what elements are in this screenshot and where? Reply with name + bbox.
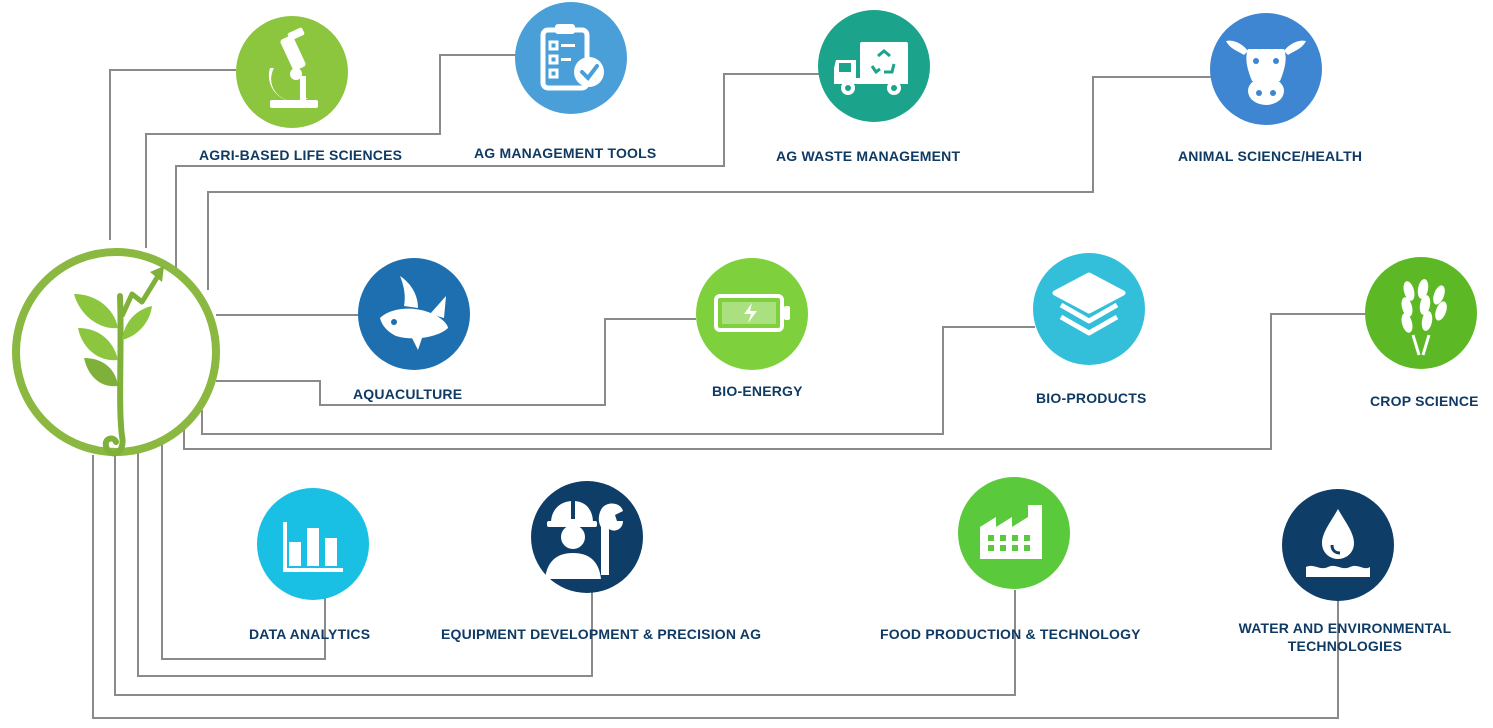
label-bio-products: BIO-PRODUCTS [1036, 390, 1147, 406]
node-ag-waste [816, 8, 932, 124]
cow-icon [1210, 13, 1322, 125]
connector-water [92, 455, 1339, 719]
connector-data [161, 440, 326, 660]
worker-wrench-icon [531, 481, 643, 593]
node-agri-life [234, 14, 350, 130]
label-crop: CROP SCIENCE [1370, 393, 1479, 409]
label-ag-mgmt: AG MANAGEMENT TOOLS [474, 145, 657, 161]
recycling-truck-icon [818, 10, 930, 122]
node-food [956, 475, 1072, 591]
label-agri-life: AGRI-BASED LIFE SCIENCES [199, 147, 403, 163]
node-ag-mgmt [513, 0, 629, 116]
connector-food [114, 454, 1016, 696]
label-food: FOOD PRODUCTION & TECHNOLOGY [880, 626, 1141, 642]
label-ag-waste: AG WASTE MANAGEMENT [776, 148, 961, 164]
battery-icon [696, 258, 808, 370]
connector-equipment [137, 447, 593, 677]
node-bio-energy [694, 256, 810, 372]
node-equipment [529, 479, 645, 595]
label-bio-energy: BIO-ENERGY [712, 383, 803, 399]
water-drop-icon [1282, 489, 1394, 601]
node-water [1280, 487, 1396, 603]
label-water-line2: TECHNOLOGIES [1287, 638, 1403, 654]
connector-ag-waste [175, 73, 820, 268]
fish-icon [358, 258, 470, 370]
label-animal: ANIMAL SCIENCE/HEALTH [1178, 148, 1363, 164]
connector-crop [183, 313, 1365, 450]
node-animal [1208, 11, 1324, 127]
connector-bio-energy [216, 318, 696, 406]
node-data [255, 486, 371, 602]
sprout-growth-icon [10, 236, 222, 468]
label-equipment: EQUIPMENT DEVELOPMENT & PRECISION AG [441, 626, 762, 642]
label-data: DATA ANALYTICS [249, 626, 371, 642]
clipboard-check-icon [515, 2, 627, 114]
label-aquaculture: AQUACULTURE [353, 386, 463, 402]
layers-icon [1033, 253, 1145, 365]
node-crop [1363, 255, 1479, 371]
connector-bio-products [201, 326, 1035, 435]
microscope-icon [236, 16, 348, 128]
wheat-icon [1365, 257, 1477, 369]
label-water: WATER AND ENVIRONMENTAL TECHNOLOGIES [1210, 620, 1480, 654]
factory-icon [958, 477, 1070, 589]
connector-agri-life [109, 69, 236, 240]
node-bio-products [1031, 251, 1147, 367]
bar-chart-icon [257, 488, 369, 600]
label-water-line1: WATER AND ENVIRONMENTAL [1238, 620, 1452, 636]
connector-ag-mgmt [145, 54, 517, 248]
node-aquaculture [356, 256, 472, 372]
connector-animal [207, 76, 1212, 290]
